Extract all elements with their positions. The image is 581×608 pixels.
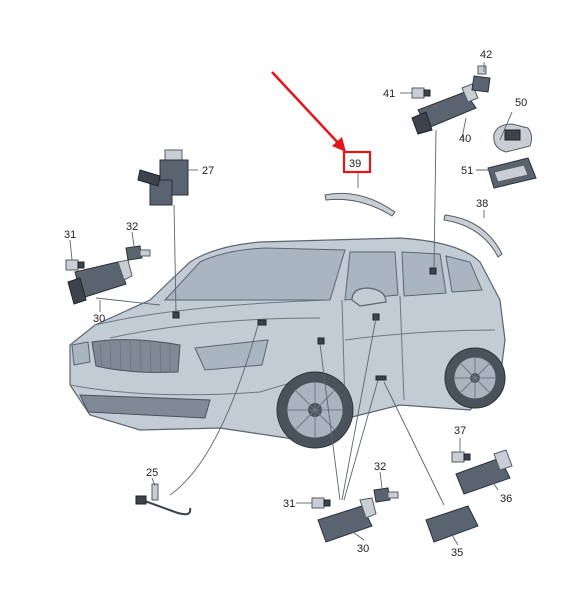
part-42-socket	[471, 65, 491, 93]
car-illustration	[69, 237, 506, 449]
callout-30-left: 30	[93, 313, 105, 325]
callout-labels: 27 31 32 30 39 38 42 41 40 50 51 25 31 3…	[64, 49, 527, 559]
part-38-trim-strip	[443, 214, 503, 258]
part-50-key	[493, 123, 533, 153]
leader-lines	[69, 62, 513, 546]
callout-30-bottom: 30	[357, 543, 369, 555]
callout-32-left: 32	[126, 221, 138, 233]
red-arrow-indicator	[271, 71, 346, 152]
part-31-bulb-bottom	[311, 497, 331, 509]
part-37-bulb	[451, 451, 471, 463]
highlight-box-39	[342, 150, 372, 174]
part-27-bracket	[137, 149, 189, 206]
callout-35: 35	[451, 547, 463, 559]
headlight	[194, 339, 269, 371]
mirror	[351, 287, 387, 307]
callout-42: 42	[480, 49, 492, 61]
part-30-lamp-left	[67, 259, 133, 305]
callout-38: 38	[476, 198, 488, 210]
part-39-trim-strip	[324, 192, 396, 217]
part-32-socket-left	[125, 245, 151, 261]
callout-40: 40	[459, 133, 471, 145]
part-30-lamp-bottom	[317, 497, 377, 543]
callout-39: 39	[349, 158, 361, 170]
part-51-holder	[487, 157, 537, 189]
callout-36: 36	[500, 493, 512, 505]
callout-50: 50	[515, 97, 527, 109]
part-36-lamp	[455, 449, 513, 495]
part-32-socket-bottom	[373, 487, 399, 503]
part-31-bulb-left	[65, 259, 85, 271]
callout-25: 25	[146, 467, 158, 479]
callout-31-bottom: 31	[283, 498, 295, 510]
part-25-wire-harness	[135, 483, 192, 516]
callout-41: 41	[383, 88, 395, 100]
callout-37: 37	[454, 425, 466, 437]
callout-27: 27	[202, 165, 214, 177]
part-40-interior-light	[411, 83, 479, 135]
grille	[91, 339, 181, 373]
callout-32-bottom: 32	[374, 461, 386, 473]
part-41-bulb	[411, 87, 431, 99]
part-35-lamp-lens	[425, 505, 479, 543]
callout-31-left: 31	[64, 229, 76, 241]
callout-51: 51	[461, 165, 473, 177]
